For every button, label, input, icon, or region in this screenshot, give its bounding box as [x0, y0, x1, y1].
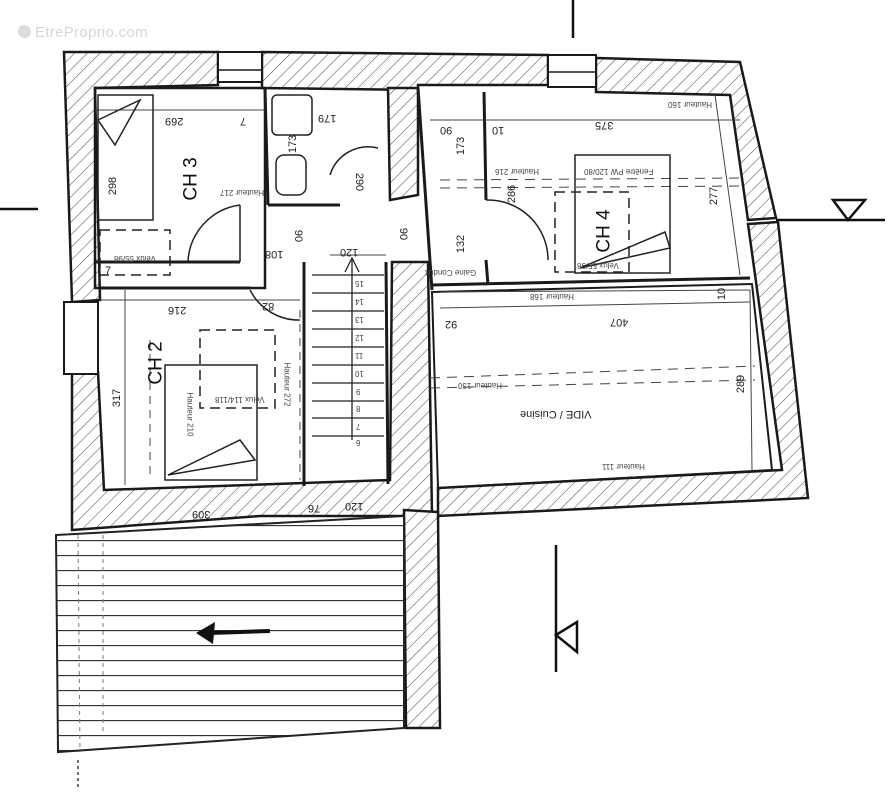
staircase	[312, 256, 384, 440]
dim-ch4-90: 90	[440, 124, 453, 136]
note-ch4-hauteur-216: Hauteur 216	[495, 167, 540, 176]
dim-hall-90: 90	[292, 229, 305, 243]
partitions	[93, 86, 774, 490]
dim-ch2-height: 317	[111, 388, 124, 408]
dim-vide-92: 92	[445, 318, 458, 330]
dim-ch4-132: 132	[455, 234, 468, 254]
dim-right-90: 90	[397, 227, 410, 241]
dim-hall-height: 290	[353, 172, 366, 192]
dim-bath-width: 179	[318, 112, 337, 124]
axis-lines	[0, 0, 575, 790]
dim-ch4-width: 375	[595, 119, 614, 131]
stair-step: 11	[355, 351, 364, 360]
note-ch4-window: Fenêtre PW 120/80	[584, 167, 654, 176]
stair-step: 8	[356, 404, 361, 413]
dim-vide-width: 407	[610, 316, 629, 328]
room-label-ch2: CH 2	[145, 341, 167, 385]
dim-bottom-120: 120	[345, 500, 364, 512]
stair-step: 9	[356, 387, 361, 396]
dim-bottom-76: 76	[308, 502, 321, 514]
note-hauteur-168: Hauteur 168	[530, 292, 575, 301]
watermark-text: EtreProprio.com	[35, 24, 148, 41]
note-ch4-velux: Velux 55/98	[577, 261, 619, 270]
dim-ch2-bottom: 309	[192, 508, 211, 520]
stair-step: 13	[355, 315, 364, 324]
stair-step: 10	[355, 369, 364, 378]
fixtures	[96, 94, 671, 481]
stair-step: 15	[355, 279, 364, 288]
note-ch3-velux: Velux 55/98	[114, 254, 156, 263]
note-ch2-hauteur-272: Hauteur 272	[282, 362, 292, 407]
dim-ch4-10: 10	[492, 124, 505, 136]
dim-ch3-bottom-small: 7	[105, 265, 112, 277]
dim-hall-108: 108	[265, 248, 284, 260]
note-ch2-velux: Velux 114/118	[215, 395, 265, 404]
terrace	[54, 514, 405, 754]
stair-step: 12	[355, 333, 364, 342]
arrow-left-icon	[196, 622, 271, 644]
dim-ch2-width: 216	[168, 304, 187, 316]
dim-ch4-173: 173	[455, 136, 468, 156]
dimension-lines	[95, 94, 756, 485]
note-ch4-hauteur-top: Hauteur 160	[668, 100, 713, 109]
dim-vide-10: 10	[716, 287, 729, 301]
room-label-vide: VIDE / Cuisine	[520, 408, 592, 420]
watermark: EtreProprio.com	[18, 24, 148, 41]
stair-step: 7	[356, 422, 361, 431]
dim-ch2-door: 82	[262, 300, 275, 312]
note-ch3-hauteur: Hauteur 217	[220, 188, 265, 197]
note-ch2-hauteur-210: Hauteur 210	[185, 392, 195, 437]
logo-icon	[18, 25, 31, 38]
stair-step: 6	[356, 438, 361, 447]
section-triangle-icon	[553, 619, 579, 655]
section-triangle-icon	[776, 198, 885, 223]
dim-bath-height: 173	[287, 134, 300, 154]
stair-step: 14	[355, 297, 364, 306]
note-hauteur-130: Hauteur 130	[458, 381, 503, 390]
dim-ch4-height: 277	[708, 186, 721, 206]
dim-stair-width: 120	[340, 246, 359, 258]
room-label-ch4: CH 4	[593, 209, 615, 253]
note-gaine: Gaine Conduit	[425, 268, 477, 277]
room-label-ch3: CH 3	[180, 157, 202, 201]
note-hauteur-111: Hauteur 111	[602, 462, 645, 471]
dim-ch4-286: 286	[506, 184, 519, 204]
dim-vide-height: 289	[735, 374, 748, 394]
dim-ch3-small: 7	[240, 115, 247, 127]
dim-ch3-width: 269	[165, 115, 184, 127]
dim-ch3-height: 298	[107, 176, 120, 196]
